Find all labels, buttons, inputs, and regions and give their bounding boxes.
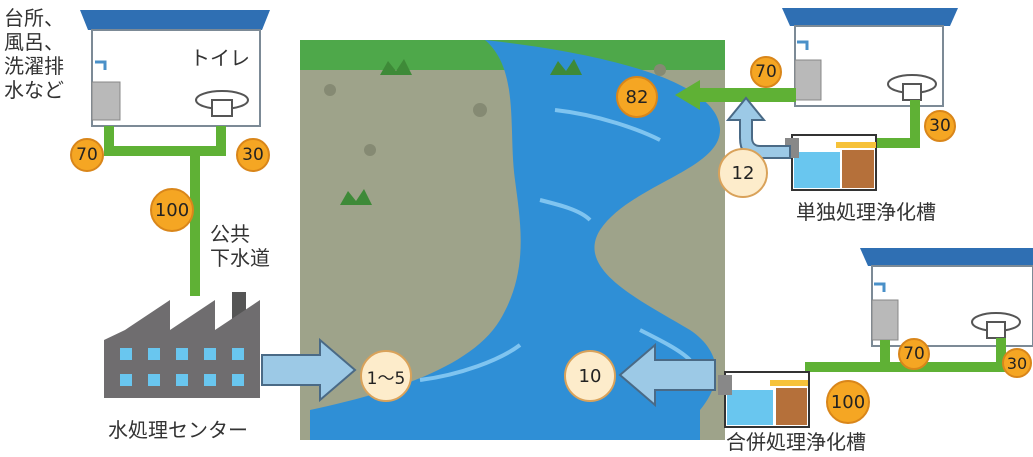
- sewer-total-badge: 100: [150, 188, 194, 232]
- center-output-badge: 1〜5: [360, 350, 412, 402]
- left-house: [80, 10, 270, 127]
- factory: [104, 292, 260, 398]
- combined-total-badge: 100: [826, 380, 870, 424]
- toilet-label: トイレ: [190, 46, 250, 70]
- left-pipes: [104, 126, 226, 296]
- center-output-arrow: [261, 337, 357, 403]
- single-kitchen-badge: 70: [750, 56, 782, 88]
- public-sewer-label: 公共 下水道: [210, 222, 270, 270]
- combined-tank-label: 合併処理浄化槽: [726, 430, 866, 454]
- combined-output-badge: 10: [564, 350, 616, 402]
- single-pipes: [700, 88, 920, 148]
- household-label: 台所、 風呂、 洗濯排 水など: [4, 6, 64, 102]
- single-toilet-badge: 30: [924, 110, 956, 142]
- single-output-arrow: [675, 80, 700, 110]
- combined-output-arrow: [618, 342, 716, 408]
- combined-toilet-badge: 30: [1002, 348, 1032, 378]
- water-treatment-center-label: 水処理センター: [108, 418, 248, 442]
- river: [310, 40, 720, 440]
- combined-house: [860, 248, 1033, 347]
- single-output-badge: 82: [616, 76, 658, 118]
- single-house: [782, 8, 958, 107]
- left-toilet-badge: 30: [236, 138, 270, 172]
- combined-kitchen-badge: 70: [898, 338, 930, 370]
- single-tank-output-badge: 12: [718, 148, 768, 198]
- left-kitchen-badge: 70: [70, 138, 104, 172]
- combined-tank: [718, 371, 810, 428]
- single-tank-label: 単独処理浄化槽: [796, 200, 936, 224]
- single-tank: [785, 134, 877, 191]
